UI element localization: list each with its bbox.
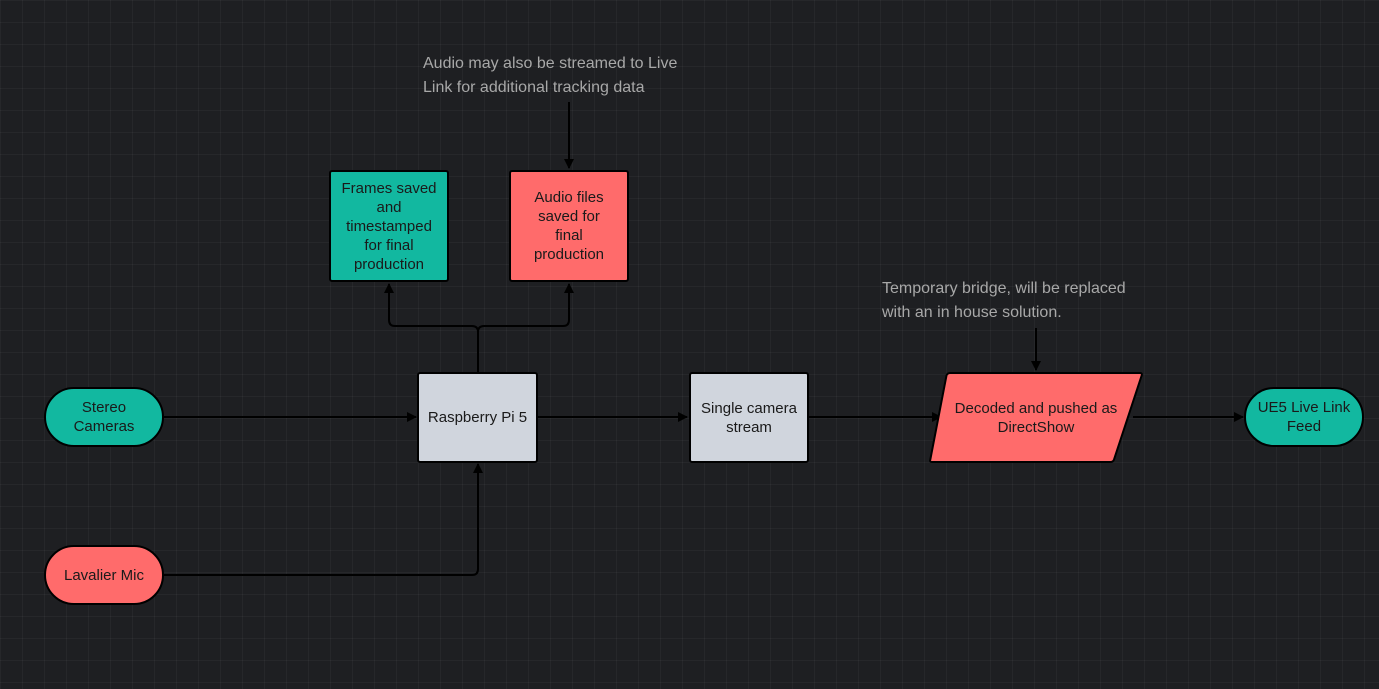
node-lavalier-mic-label: Lavalier Mic xyxy=(63,566,145,584)
node-ue5-feed-label: UE5 Live Link Feed xyxy=(1257,399,1351,435)
node-decoded-shape[interactable] xyxy=(928,371,1144,464)
edge-pi-to-audio xyxy=(477,283,574,333)
bridge-note-line2: with an in house solution. xyxy=(882,304,1062,321)
node-ue5-feed[interactable]: UE5 Live Link Feed xyxy=(1244,387,1364,447)
node-audio-files-label: Audio files saved for final production xyxy=(533,189,605,263)
node-lavalier-mic[interactable]: Lavalier Mic xyxy=(44,545,164,605)
node-audio-files[interactable]: Audio files saved for final production xyxy=(509,170,629,282)
node-frames-saved-label: Frames saved and timestamped for final p… xyxy=(341,179,437,273)
node-stereo-cameras[interactable]: Stereo Cameras xyxy=(44,387,164,447)
node-raspberry-pi-label: Raspberry Pi 5 xyxy=(427,409,528,426)
audio-note: Audio may also be streamed to Live Link … xyxy=(423,52,677,100)
edge-pi-to-frames xyxy=(384,283,479,372)
node-single-camera-stream-label: Single camera stream xyxy=(701,399,797,436)
node-decoded-label: Decoded and pushed as DirectShow xyxy=(954,399,1118,436)
node-single-camera-stream[interactable]: Single camera stream xyxy=(689,372,809,463)
node-raspberry-pi[interactable]: Raspberry Pi 5 xyxy=(417,372,538,463)
audio-note-line1: Audio may also be streamed to Live xyxy=(423,55,678,72)
bridge-note-line1: Temporary bridge, will be replaced xyxy=(882,280,1126,297)
audio-note-line2: Link for additional tracking data xyxy=(423,79,645,96)
node-decoded[interactable]: Decoded and pushed as DirectShow xyxy=(940,372,1132,463)
edge-mic-to-pi xyxy=(164,463,483,576)
node-stereo-cameras-label: Stereo Cameras xyxy=(73,399,135,435)
node-frames-saved[interactable]: Frames saved and timestamped for final p… xyxy=(329,170,449,282)
bridge-note: Temporary bridge, will be replaced with … xyxy=(882,277,1126,325)
